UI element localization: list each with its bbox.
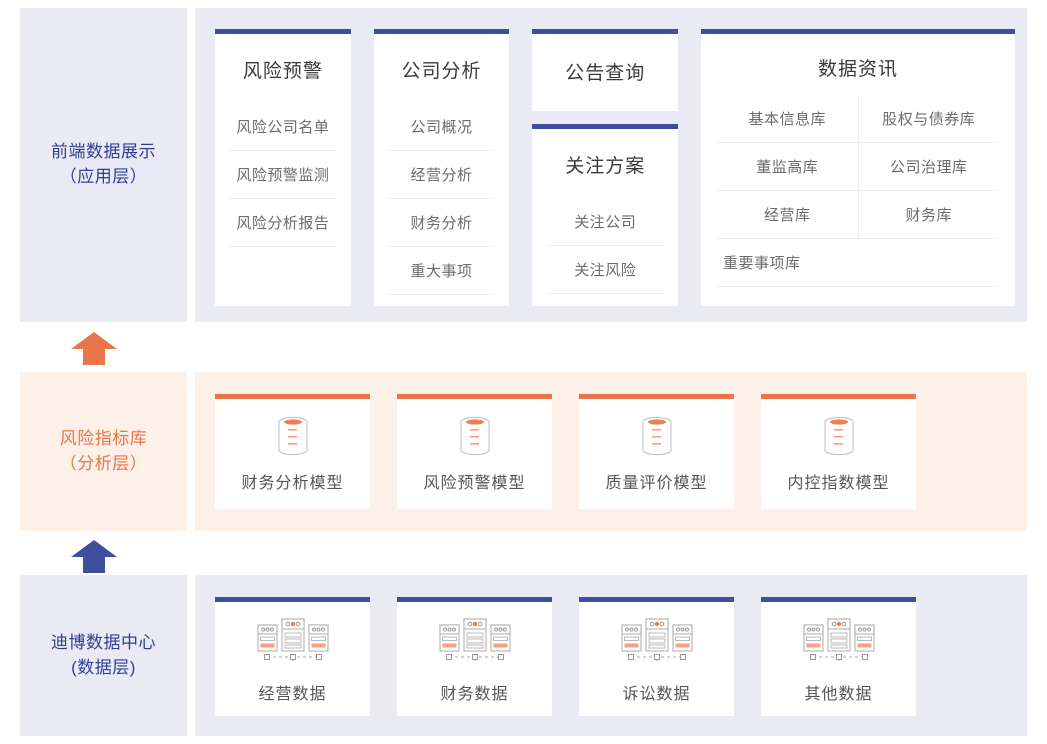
tile-accent-bar xyxy=(579,597,734,602)
card-item[interactable]: 财务分析 xyxy=(387,199,496,247)
tile-financial-data[interactable]: 财务数据 xyxy=(397,597,552,716)
card-item[interactable]: 关注风险 xyxy=(546,246,665,294)
card-item[interactable]: 公司概况 xyxy=(387,103,496,151)
tile-label: 经营数据 xyxy=(258,686,327,703)
tile-other-data[interactable]: 其他数据 xyxy=(761,597,916,716)
tile-litigation-data[interactable]: 诉讼数据 xyxy=(579,597,734,716)
layer-data: 迪博数据中心 (数据层) xyxy=(20,575,1027,736)
card-grid-cell[interactable]: 经营库 xyxy=(717,191,859,238)
layer-application-label-line1: 前端数据展示 xyxy=(51,142,156,162)
layer-model-label-line1: 风险指标库 xyxy=(59,428,148,448)
tile-quality-evaluation-model[interactable]: 质量评价模型 xyxy=(579,394,734,509)
layer-data-body: 经营数据 xyxy=(195,575,1027,736)
tile-label: 财务分析模型 xyxy=(241,475,344,492)
tile-accent-bar xyxy=(215,394,370,399)
server-rack-icon xyxy=(620,615,694,670)
card-item[interactable]: 经营分析 xyxy=(387,151,496,199)
database-icon xyxy=(820,414,858,463)
card-announcement-query[interactable]: 公告查询 xyxy=(532,29,679,111)
layer-application-label-line2: （应用层） xyxy=(59,167,148,186)
card-grid-row: 基本信息库 股权与债券库 xyxy=(717,95,1000,143)
card-accent-bar xyxy=(215,29,351,34)
card-item[interactable]: 关注公司 xyxy=(546,198,665,246)
card-title: 公告查询 xyxy=(565,63,646,84)
card-item[interactable]: 风险预警监测 xyxy=(229,151,337,199)
application-card-list: 风险预警 风险公司名单 风险预警监测 风险分析报告 公司分析 公司概况 经营分析… xyxy=(215,29,1016,306)
tile-label: 风险预警模型 xyxy=(423,475,526,492)
tile-label: 其他数据 xyxy=(804,686,873,703)
layer-model-label-line2: （分析层） xyxy=(59,453,148,473)
tile-label: 财务数据 xyxy=(440,686,509,703)
layer-application-label: 前端数据展示 （应用层） xyxy=(20,8,187,322)
card-grid-cell[interactable]: 公司治理库 xyxy=(890,159,968,176)
tile-accent-bar xyxy=(397,394,552,399)
card-grid-cell[interactable]: 董监高库 xyxy=(717,143,859,190)
layer-application-body: 风险预警 风险公司名单 风险预警监测 风险分析报告 公司分析 公司概况 经营分析… xyxy=(195,8,1027,322)
card-grid-cell[interactable]: 股权与债券库 xyxy=(882,111,976,128)
layer-data-label-line2: (数据层) xyxy=(71,657,136,677)
card-title: 公司分析 xyxy=(401,61,482,82)
layer-model-body: 财务分析模型 风险预警 xyxy=(195,372,1027,531)
card-risk-warning[interactable]: 风险预警 风险公司名单 风险预警监测 风险分析报告 xyxy=(215,29,351,306)
layer-model: 风险指标库 （分析层） xyxy=(20,372,1027,531)
tile-accent-bar xyxy=(579,394,734,399)
tile-label: 内控指数模型 xyxy=(787,475,890,492)
card-item[interactable]: 重大事项 xyxy=(387,247,496,295)
server-rack-icon xyxy=(256,615,330,670)
card-grid-cell-empty xyxy=(861,239,999,286)
arrow-head-icon xyxy=(71,540,117,557)
tile-accent-bar xyxy=(215,597,370,602)
card-accent-bar xyxy=(532,124,679,129)
model-tile-list: 财务分析模型 风险预警 xyxy=(215,394,916,509)
card-item-list: 风险公司名单 风险预警监测 风险分析报告 xyxy=(215,103,351,247)
card-grid-row: 董监高库 公司治理库 xyxy=(717,143,1000,191)
card-focus-plan[interactable]: 关注方案 关注公司 关注风险 xyxy=(532,124,679,306)
card-item[interactable]: 风险公司名单 xyxy=(229,103,337,151)
arrow-data-to-model xyxy=(71,540,117,573)
card-accent-bar xyxy=(373,29,510,34)
layer-data-label: 迪博数据中心 (数据层) xyxy=(20,575,187,736)
arrow-head-icon xyxy=(71,332,117,349)
card-grid-row: 经营库 财务库 xyxy=(717,191,1000,239)
server-rack-icon xyxy=(802,615,876,670)
card-column-stack: 公告查询 关注方案 关注公司 关注风险 xyxy=(532,29,679,306)
tile-operation-data[interactable]: 经营数据 xyxy=(215,597,370,716)
card-item[interactable]: 风险分析报告 xyxy=(229,199,337,247)
arrow-model-to-application xyxy=(71,332,117,365)
card-company-analysis[interactable]: 公司分析 公司概况 经营分析 财务分析 重大事项 xyxy=(373,29,510,306)
card-accent-bar xyxy=(701,29,1016,34)
card-grid-row: 重要事项库 xyxy=(717,239,1000,287)
card-title: 关注方案 xyxy=(565,156,646,177)
database-icon xyxy=(456,414,494,463)
tile-financial-analysis-model[interactable]: 财务分析模型 xyxy=(215,394,370,509)
layer-model-label: 风险指标库 （分析层） xyxy=(20,372,187,531)
tile-internal-control-index-model[interactable]: 内控指数模型 xyxy=(761,394,916,509)
data-tile-list: 经营数据 xyxy=(215,597,916,716)
server-rack-icon xyxy=(438,615,512,670)
card-title: 风险预警 xyxy=(242,61,323,82)
tile-label: 质量评价模型 xyxy=(605,475,708,492)
card-grid-cell[interactable]: 财务库 xyxy=(905,207,953,224)
card-grid-cell[interactable]: 基本信息库 xyxy=(717,95,859,142)
arrow-stem xyxy=(83,557,105,573)
tile-label: 诉讼数据 xyxy=(622,686,691,703)
arrow-stem xyxy=(83,349,105,365)
card-item-list: 公司概况 经营分析 财务分析 重大事项 xyxy=(374,103,510,295)
card-grid-cell[interactable]: 重要事项库 xyxy=(723,255,801,272)
database-icon xyxy=(638,414,676,463)
database-icon xyxy=(274,414,312,463)
card-title: 数据资讯 xyxy=(818,59,899,80)
card-data-information[interactable]: 数据资讯 基本信息库 股权与债券库 董监高库 公司治理库 经营库 财务库 xyxy=(701,29,1016,306)
card-grid-list: 基本信息库 股权与债券库 董监高库 公司治理库 经营库 财务库 重要事项库 xyxy=(701,95,1015,287)
card-accent-bar xyxy=(532,29,679,34)
tile-risk-warning-model[interactable]: 风险预警模型 xyxy=(397,394,552,509)
layer-application: 前端数据展示 （应用层） 风险预警 风险公司名单 风险预警监测 风险分析报告 公… xyxy=(20,8,1027,322)
tile-accent-bar xyxy=(761,597,916,602)
tile-accent-bar xyxy=(761,394,916,399)
layer-data-label-line1: 迪博数据中心 xyxy=(51,632,156,652)
card-item-list: 关注公司 关注风险 xyxy=(532,198,678,294)
tile-accent-bar xyxy=(397,597,552,602)
